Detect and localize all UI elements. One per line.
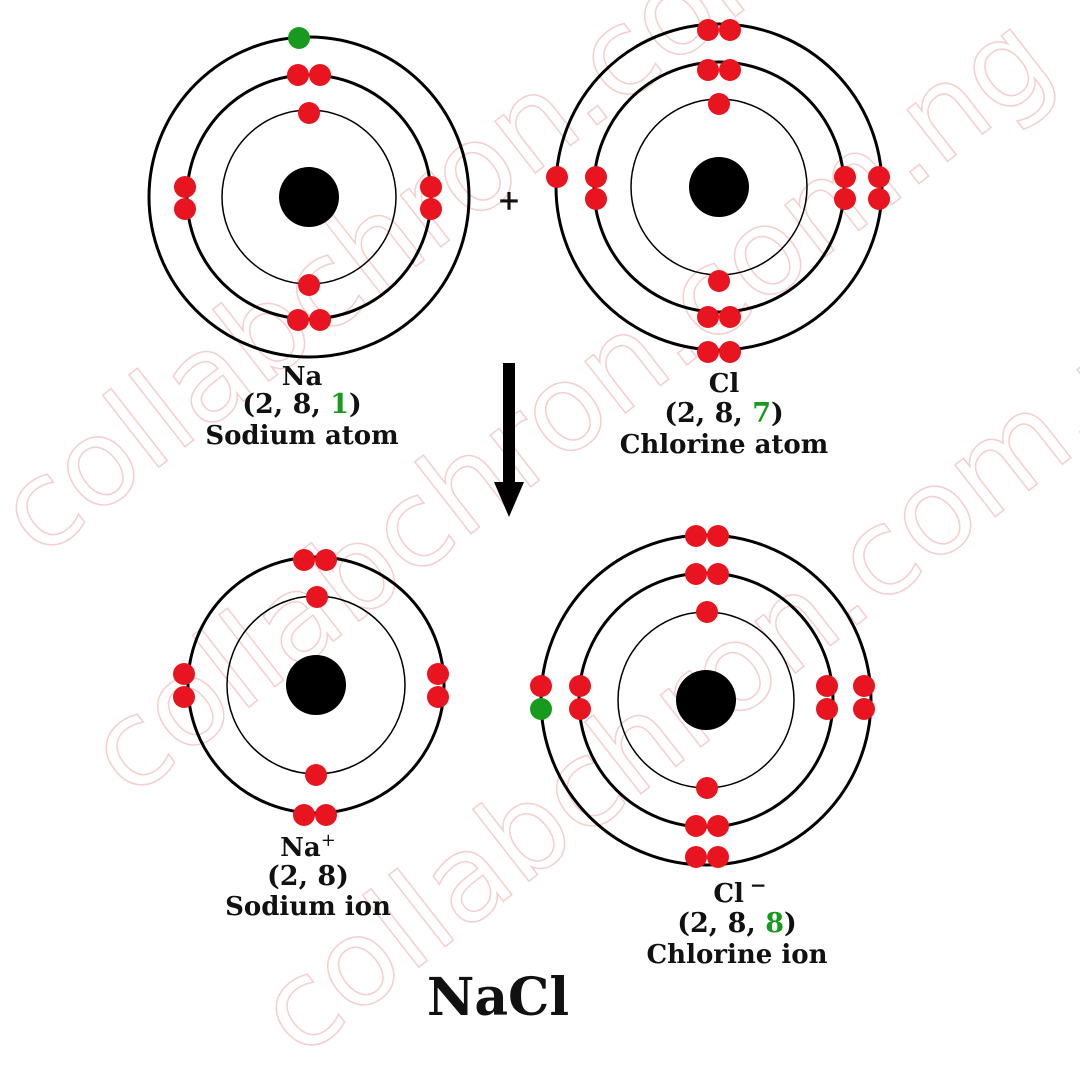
electron [315, 549, 337, 571]
electron [315, 804, 337, 826]
electron [697, 59, 719, 81]
electron [707, 563, 729, 585]
electron [685, 846, 707, 868]
electron [708, 270, 730, 292]
reaction-arrow [494, 363, 524, 517]
chlorine-atom-label: Cl (2, 8, 7) Chlorine atom [620, 369, 829, 460]
electron [427, 663, 449, 685]
electron [309, 64, 331, 86]
sodium-atom-label: Na (2, 8, 1) Sodium atom [205, 362, 398, 451]
sodium-atom [147, 27, 471, 359]
electron [685, 525, 707, 547]
sodium-ion [173, 549, 449, 826]
electron [306, 586, 328, 608]
sodium-ion-label: Na+ (2, 8) Sodium ion [225, 830, 391, 922]
electron [293, 549, 315, 571]
product-formula: NaCl [427, 967, 569, 1028]
electron [305, 764, 327, 786]
electron [696, 777, 718, 799]
chlorine-atom [546, 19, 890, 363]
electron [834, 166, 856, 188]
electron [708, 93, 730, 115]
nucleus [279, 167, 339, 227]
electron [298, 102, 320, 124]
electron [707, 846, 729, 868]
electron [696, 601, 718, 623]
electron [853, 698, 875, 720]
transferred-electron [288, 27, 310, 49]
electron [427, 686, 449, 708]
electron [173, 686, 195, 708]
electron [420, 198, 442, 220]
electron [287, 64, 309, 86]
electron [707, 815, 729, 837]
svg-text:(2, 8, 1): (2, 8, 1) [242, 389, 362, 420]
electron [697, 306, 719, 328]
nucleus [286, 655, 346, 715]
electron [685, 815, 707, 837]
transferred-electron [530, 698, 552, 720]
electron [546, 166, 568, 188]
svg-text:Na+: Na+ [280, 830, 336, 863]
electron [697, 341, 719, 363]
electron [569, 698, 591, 720]
svg-text:Na: Na [282, 362, 323, 392]
svg-text:(2, 8): (2, 8) [267, 861, 349, 892]
electron [293, 804, 315, 826]
nucleus [689, 157, 749, 217]
electron [298, 274, 320, 296]
plus-sign: + [497, 184, 520, 217]
svg-text:Sodium atom: Sodium atom [205, 421, 398, 451]
electron [309, 309, 331, 331]
electron [174, 198, 196, 220]
svg-text:(2, 8, 7): (2, 8, 7) [664, 398, 784, 429]
electron [707, 525, 729, 547]
electron [685, 563, 707, 585]
electron [697, 19, 719, 41]
electron [585, 188, 607, 210]
electron [719, 306, 741, 328]
electron [287, 309, 309, 331]
electron [173, 663, 195, 685]
svg-text:(2, 8, 8): (2, 8, 8) [677, 908, 797, 939]
svg-text:Chlorine atom: Chlorine atom [620, 430, 829, 460]
electron [816, 698, 838, 720]
electron [569, 675, 591, 697]
electron [174, 176, 196, 198]
svg-text:Chlorine ion: Chlorine ion [646, 940, 827, 970]
nucleus [676, 670, 736, 730]
electron [816, 675, 838, 697]
electron [834, 188, 856, 210]
electron [868, 188, 890, 210]
electron [420, 176, 442, 198]
electron [719, 19, 741, 41]
electron [530, 675, 552, 697]
electron [585, 166, 607, 188]
chlorine-ion [530, 525, 875, 868]
svg-text:Sodium ion: Sodium ion [225, 892, 391, 922]
electron [719, 341, 741, 363]
electron [868, 166, 890, 188]
electron [853, 675, 875, 697]
chlorine-ion-label: Cl− (2, 8, 8) Chlorine ion [646, 873, 827, 970]
svg-text:Cl−: Cl− [713, 873, 766, 909]
electron [719, 59, 741, 81]
svg-text:Cl: Cl [709, 369, 740, 399]
